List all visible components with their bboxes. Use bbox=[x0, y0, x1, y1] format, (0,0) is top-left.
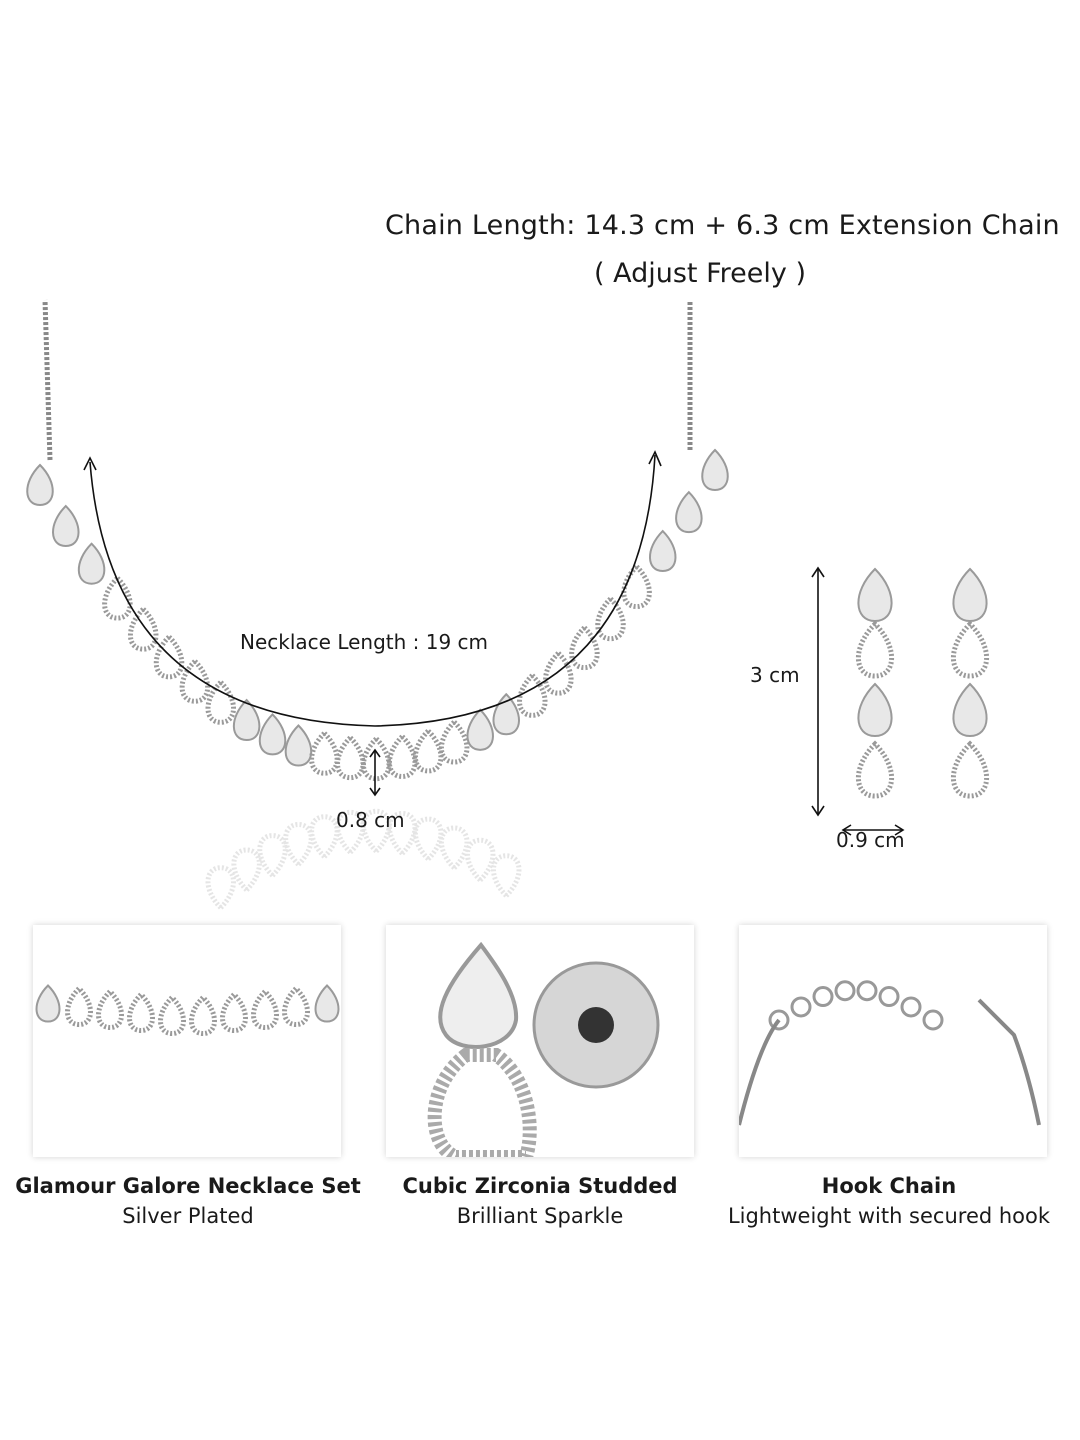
left-chain bbox=[42, 299, 53, 461]
feature-subtitle: Brilliant Sparkle bbox=[456, 1204, 624, 1228]
necklace-width-label: 0.8 cm bbox=[336, 808, 405, 832]
earrings-image bbox=[855, 567, 990, 799]
earring-closeup-image bbox=[427, 941, 660, 1157]
necklace-image bbox=[26, 299, 729, 782]
feature-subtitle: Lightweight with secured hook bbox=[727, 1204, 1051, 1228]
earring-length-arrow bbox=[811, 566, 825, 817]
earring-length-label: 3 cm bbox=[750, 663, 800, 687]
arrowhead-icon bbox=[83, 456, 97, 471]
earring-closeup-panel bbox=[386, 925, 694, 1157]
hook-chain-panel bbox=[739, 925, 1047, 1157]
feature-necklace: Glamour Galore Necklace Set Silver Plate… bbox=[8, 1174, 368, 1228]
earring-width-label: 0.9 cm bbox=[836, 828, 905, 852]
feature-title: Cubic Zirconia Studded bbox=[402, 1174, 678, 1198]
feature-zirconia: Cubic Zirconia Studded Brilliant Sparkle bbox=[360, 1174, 720, 1228]
chain-length-text: Chain Length: 14.3 cm + 6.3 cm Extension… bbox=[385, 210, 1060, 241]
arrowhead-icon bbox=[648, 450, 662, 467]
necklace-length-arrow bbox=[89, 454, 656, 727]
hook-chain-image bbox=[739, 980, 1041, 1126]
width-arrow bbox=[369, 748, 381, 797]
earring-width-arrow bbox=[841, 824, 905, 836]
feature-hook-chain: Hook Chain Lightweight with secured hook bbox=[709, 1174, 1069, 1228]
adjust-freely-text: ( Adjust Freely ) bbox=[594, 258, 806, 289]
necklace-length-label: Necklace Length : 19 cm bbox=[240, 630, 489, 654]
feature-title: Hook Chain bbox=[821, 1174, 957, 1198]
necklace-closeup-panel bbox=[33, 925, 341, 1157]
necklace-closeup-image bbox=[35, 984, 340, 1037]
feature-title: Glamour Galore Necklace Set bbox=[15, 1174, 361, 1198]
feature-subtitle: Silver Plated bbox=[122, 1204, 254, 1228]
